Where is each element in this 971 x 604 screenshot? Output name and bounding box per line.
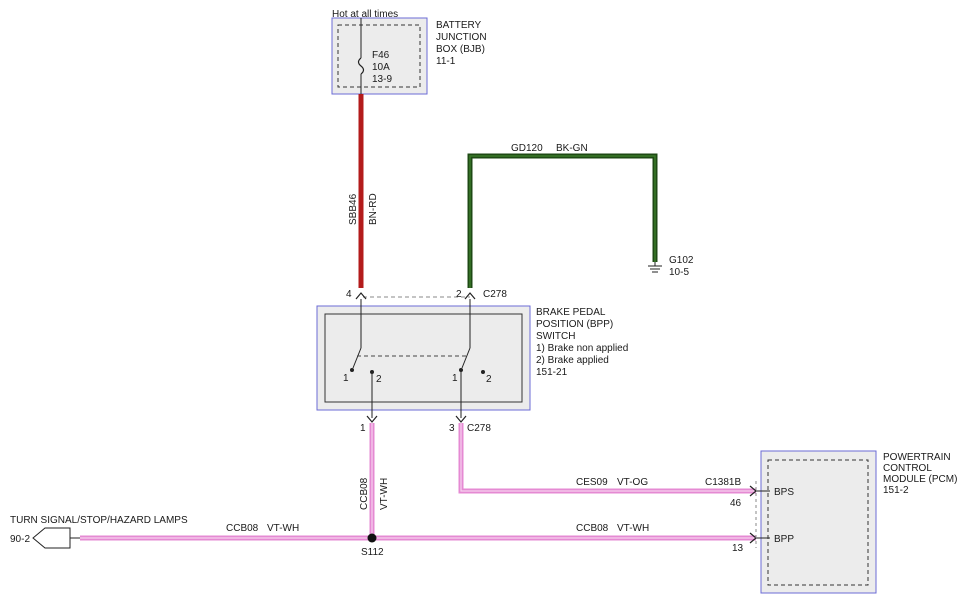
ground-id: G102	[669, 255, 694, 266]
bpp-pin-1: 1	[360, 423, 366, 434]
wire-ccb08-vertical-circuit: CCB08	[359, 477, 370, 510]
bjb-inner-box	[337, 24, 421, 88]
pcm-connector: C1381B	[705, 477, 741, 488]
lamps-title: TURN SIGNAL/STOP/HAZARD LAMPS	[10, 515, 188, 526]
wire-gd120-circuit: GD120	[511, 143, 543, 154]
contact-a2-label: 2	[376, 374, 382, 385]
pcm-pin-46: 46	[730, 498, 742, 509]
ground-ref: 10-5	[669, 267, 689, 278]
bjb-title-2: JUNCTION	[436, 32, 487, 43]
bpp-title-2: POSITION (BPP)	[536, 319, 613, 330]
pcm-box	[760, 450, 877, 594]
wire-gd120	[467, 153, 658, 288]
wire-ccb08-right-circuit: CCB08	[576, 523, 609, 534]
wire-ces09-stripe	[460, 423, 756, 492]
bpp-state-1: 1) Brake non applied	[536, 343, 628, 354]
pcm-title-1: POWERTRAIN	[883, 452, 951, 463]
bpp-title-3: SWITCH	[536, 331, 575, 342]
fuse-id: F46	[372, 50, 390, 61]
pcm-pin-13: 13	[732, 543, 744, 554]
wire-sbb46-circuit: SBB46	[348, 193, 359, 225]
wire-sbb46-color: BN-RD	[368, 193, 379, 225]
bpp-connector-bottom: C278	[467, 423, 491, 434]
fuse-ref: 13-9	[372, 74, 392, 85]
lamps-connector-icon	[32, 527, 71, 549]
pcm-bps-label: BPS	[774, 487, 794, 498]
bpp-ref: 151-21	[536, 367, 568, 378]
lamps-ref: 90-2	[10, 534, 30, 545]
splice-dot	[367, 533, 377, 543]
bpp-title-1: BRAKE PEDAL	[536, 307, 606, 318]
pcm-ref: 151-2	[883, 485, 909, 496]
wire-ccb08-left-circuit: CCB08	[226, 523, 259, 534]
bpp-switch-box	[316, 305, 531, 411]
bpp-pin-4: 4	[346, 289, 352, 300]
bjb-ref: 11-1	[436, 56, 456, 67]
bjb-feed-label: Hot at all times	[332, 9, 398, 20]
bjb-box	[331, 17, 428, 95]
fuse-icon	[357, 57, 365, 75]
wire-ces09-color: VT-OG	[617, 477, 648, 488]
pcm-title-2: CONTROL	[883, 463, 932, 474]
bpp-state-2: 2) Brake applied	[536, 355, 609, 366]
ground-icon	[648, 262, 662, 273]
pcm-bpp-label: BPP	[774, 534, 794, 545]
pin-4-connector-icon	[355, 292, 367, 300]
contact-a2-dot	[370, 370, 374, 374]
contact-b2-label: 2	[486, 374, 492, 385]
wire-ccb08-right-color: VT-WH	[617, 523, 649, 534]
wire-gd120-highlight	[469, 155, 656, 288]
wire-ces09-circuit: CES09	[576, 477, 608, 488]
contact-a1-label: 1	[343, 373, 349, 384]
pcm-inner-box	[767, 459, 869, 586]
bpp-switch-inner	[324, 313, 523, 403]
contact-b1-label: 1	[452, 373, 458, 384]
fuse-rating: 10A	[372, 62, 390, 73]
switch-a-arm	[352, 347, 362, 369]
wire-ccb08-left-color: VT-WH	[267, 523, 299, 534]
contact-b2-dot	[481, 370, 485, 374]
bpp-pin-2: 2	[456, 289, 462, 300]
pin-1-connector-icon	[366, 415, 378, 423]
splice-label: S112	[361, 547, 384, 558]
contact-b1-dot	[459, 368, 463, 372]
bpp-pin-3: 3	[449, 423, 455, 434]
bjb-title-3: BOX (BJB)	[436, 44, 485, 55]
pin-3-connector-icon	[455, 415, 467, 423]
wire-ccb08-vertical-color: VT-WH	[379, 478, 390, 510]
pcm-title-3: MODULE (PCM)	[883, 474, 957, 485]
contact-a1-dot	[350, 368, 354, 372]
switch-b-arm	[461, 347, 471, 369]
pin-2-connector-icon	[464, 292, 476, 300]
bpp-connector-top: C278	[483, 289, 507, 300]
bjb-title-1: BATTERY	[436, 20, 482, 31]
wire-gd120-color: BK-GN	[556, 143, 588, 154]
